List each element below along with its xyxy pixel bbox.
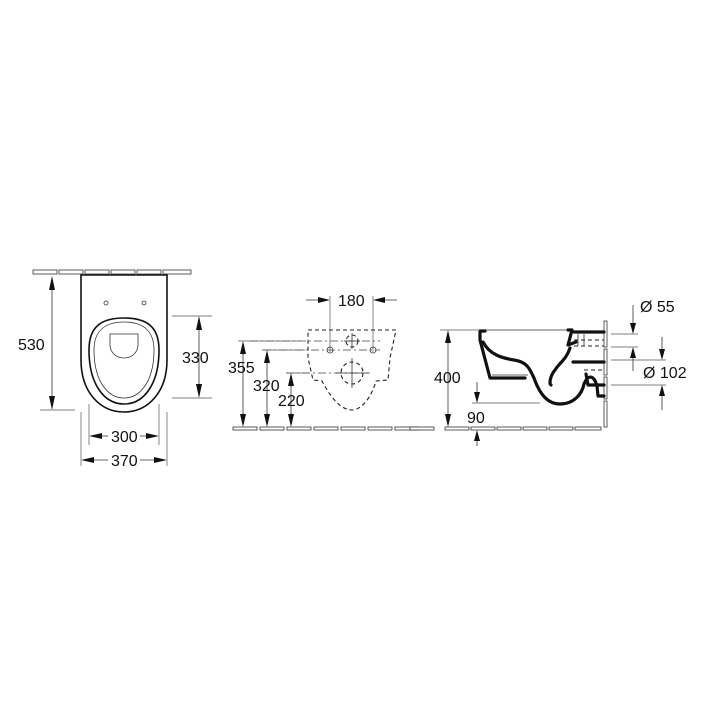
dim-overall-length: 530	[18, 337, 45, 354]
bowl-profile	[478, 329, 527, 380]
fixing-hole-left	[103, 300, 109, 306]
dim-height: 400	[434, 370, 461, 387]
dim-inner-width: 300	[111, 429, 138, 446]
dim-seat-length: 330	[182, 350, 209, 367]
wall-segments	[603, 320, 608, 428]
side-view: 400 90 Ø 55 Ø 102	[409, 299, 687, 446]
dim-lower-height: 220	[278, 393, 305, 410]
dim-upper-height: 355	[228, 360, 255, 377]
dim-overall-width: 370	[111, 453, 138, 470]
hole-left	[326, 346, 334, 354]
seat-opening	[109, 333, 139, 359]
dim-hole-spacing: 180	[338, 293, 365, 310]
dim-mid-height: 320	[253, 378, 280, 395]
mounting-view: 180 355 320 220	[228, 293, 420, 431]
dim-floor-gap: 90	[467, 410, 485, 427]
fixing-hole-right	[141, 300, 147, 306]
hole-right	[369, 346, 377, 354]
wall-bar-bottom	[232, 426, 420, 431]
front-view: 530 330 300 370	[18, 269, 212, 470]
seat-ring	[88, 317, 160, 405]
dim-outlet-diameter: Ø 102	[643, 365, 687, 382]
dim-inlet-diameter: Ø 55	[640, 299, 675, 316]
mounting-outline	[307, 329, 397, 411]
floor-bar	[409, 426, 602, 431]
wall-bar-top	[32, 269, 192, 275]
bowl-outline	[80, 274, 168, 413]
